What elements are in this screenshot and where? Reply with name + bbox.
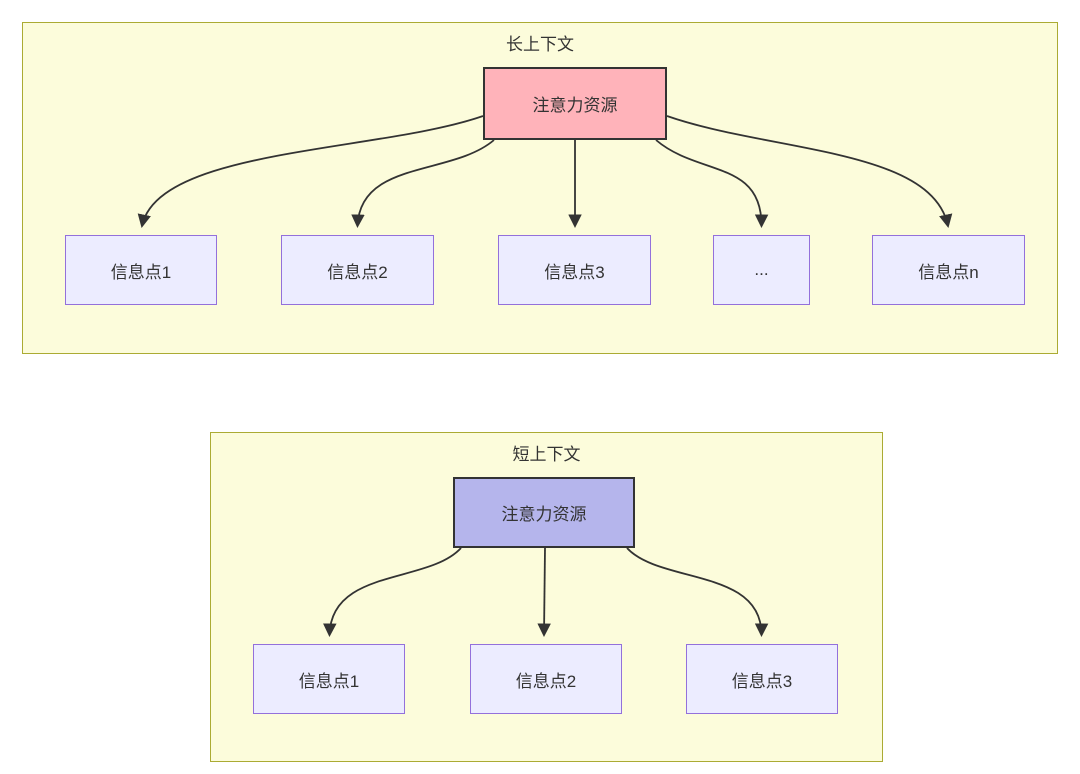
node-long-infon: 信息点n <box>872 235 1025 305</box>
node-short-attention-label: 注意力资源 <box>501 505 587 524</box>
node-long-info3-label: 信息点3 <box>544 262 605 282</box>
panel-short-context-title: 短上下文 <box>512 445 581 464</box>
arrow-short-attention-to-info1 <box>323 547 462 638</box>
node-short-info1-label: 信息点1 <box>298 671 360 691</box>
arrow-long-attention-to-infon <box>666 115 953 228</box>
node-long-info2: 信息点2 <box>281 235 434 305</box>
node-long-ellipsis: ... <box>713 235 810 305</box>
node-short-attention: 注意力资源 <box>453 477 635 548</box>
arrow-long-attention-to-ellipsis <box>655 139 769 229</box>
node-long-attention-label: 注意力资源 <box>532 96 618 115</box>
arrow-short-attention-to-info3 <box>626 547 769 638</box>
arrow-long-attention-to-info2 <box>351 139 495 229</box>
node-long-infon-label: 信息点n <box>918 262 979 282</box>
node-long-info3: 信息点3 <box>498 235 651 305</box>
node-short-info1: 信息点1 <box>253 644 405 714</box>
node-short-info2-label: 信息点2 <box>515 671 577 691</box>
node-short-info2: 信息点2 <box>470 644 622 714</box>
node-long-info2-label: 信息点2 <box>327 262 388 282</box>
panel-long-context-title: 长上下文 <box>506 35 574 54</box>
node-short-info3-label: 信息点3 <box>731 671 793 691</box>
node-long-info1-label: 信息点1 <box>110 262 172 282</box>
arrow-long-attention-to-info1 <box>137 115 484 228</box>
node-short-info3: 信息点3 <box>686 644 838 714</box>
node-long-info1: 信息点1 <box>65 235 217 305</box>
node-long-attention: 注意力资源 <box>483 67 667 140</box>
arrow-short-attention-to-info2 <box>537 547 551 638</box>
node-long-ellipsis-label: ... <box>754 260 769 279</box>
